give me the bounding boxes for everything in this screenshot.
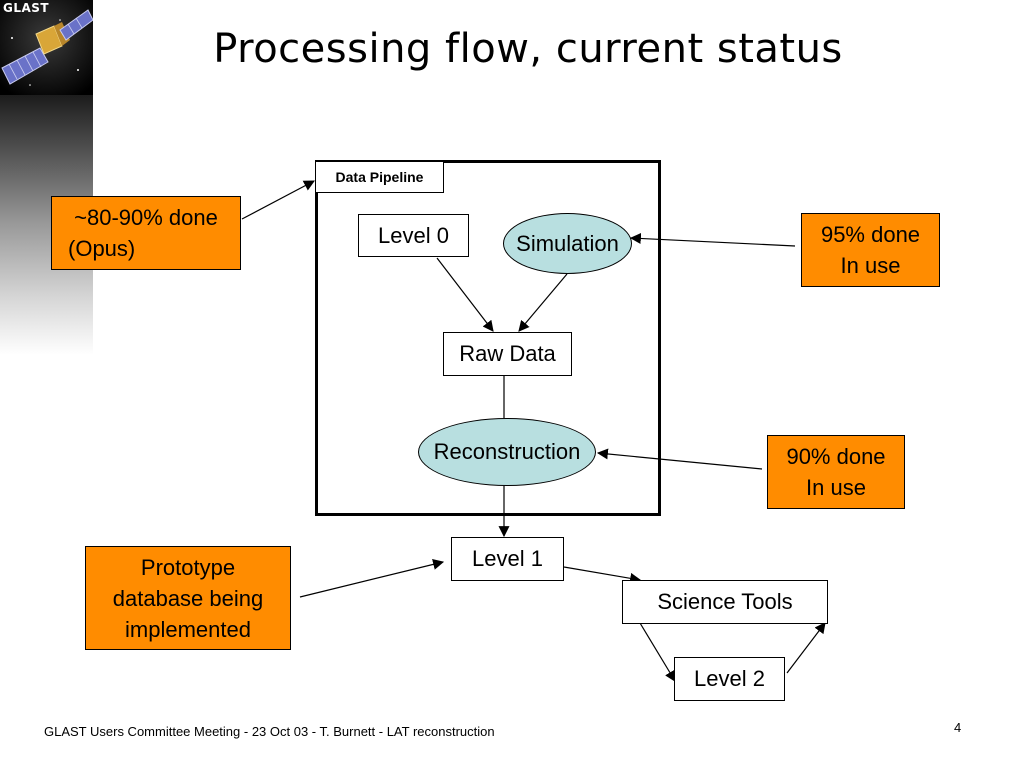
note-line: implemented — [125, 616, 251, 642]
note-line: In use — [806, 475, 866, 500]
arrow-note-to-level1 — [299, 559, 445, 598]
node-raw-data: Raw Data — [443, 332, 572, 376]
note-line: 90% done — [786, 444, 886, 469]
data-pipeline-label: Data Pipeline — [316, 162, 444, 193]
note-line: 95% done — [820, 222, 921, 247]
node-level-1: Level 1 — [451, 537, 564, 581]
arrow-simulation-to-rawdata — [518, 273, 568, 332]
node-level-2: Level 2 — [674, 657, 785, 701]
arrow-note-to-pipeline — [241, 180, 315, 220]
slide-number: 4 — [954, 720, 962, 735]
status-note-database: Prototype database being implemented — [85, 546, 291, 650]
arrow-sciencetools-to-level2 — [639, 622, 676, 682]
node-simulation: Simulation — [503, 213, 632, 274]
node-level-0: Level 0 — [358, 214, 469, 257]
data-pipeline-frame — [315, 160, 661, 516]
node-science-tools: Science Tools — [622, 580, 828, 624]
satellite-icon — [0, 0, 94, 95]
note-line: In use — [840, 253, 901, 278]
note-line: Prototype — [140, 554, 236, 580]
status-note-pipeline: ~80-90% done (Opus) — [51, 196, 241, 270]
logo-text: GLAST — [3, 1, 50, 15]
status-note-reconstruction: 90% done In use — [767, 435, 905, 509]
status-note-simulation: 95% done In use — [801, 213, 940, 287]
node-reconstruction: Reconstruction — [418, 418, 596, 486]
arrow-note-to-reconstruction — [596, 448, 763, 470]
note-line: database being — [112, 585, 264, 611]
note-line: (Opus) — [68, 236, 136, 261]
slide-title: Processing flow, current status — [213, 26, 843, 72]
arrow-level1-to-sciencetools — [563, 566, 642, 584]
arrow-level2-to-sciencetools — [786, 622, 826, 674]
arrow-level0-to-rawdata — [436, 257, 494, 332]
footer-text: GLAST Users Committee Meeting - 23 Oct 0… — [44, 724, 495, 739]
note-line: ~80-90% done — [74, 205, 218, 230]
glast-logo: GLAST — [0, 0, 94, 95]
